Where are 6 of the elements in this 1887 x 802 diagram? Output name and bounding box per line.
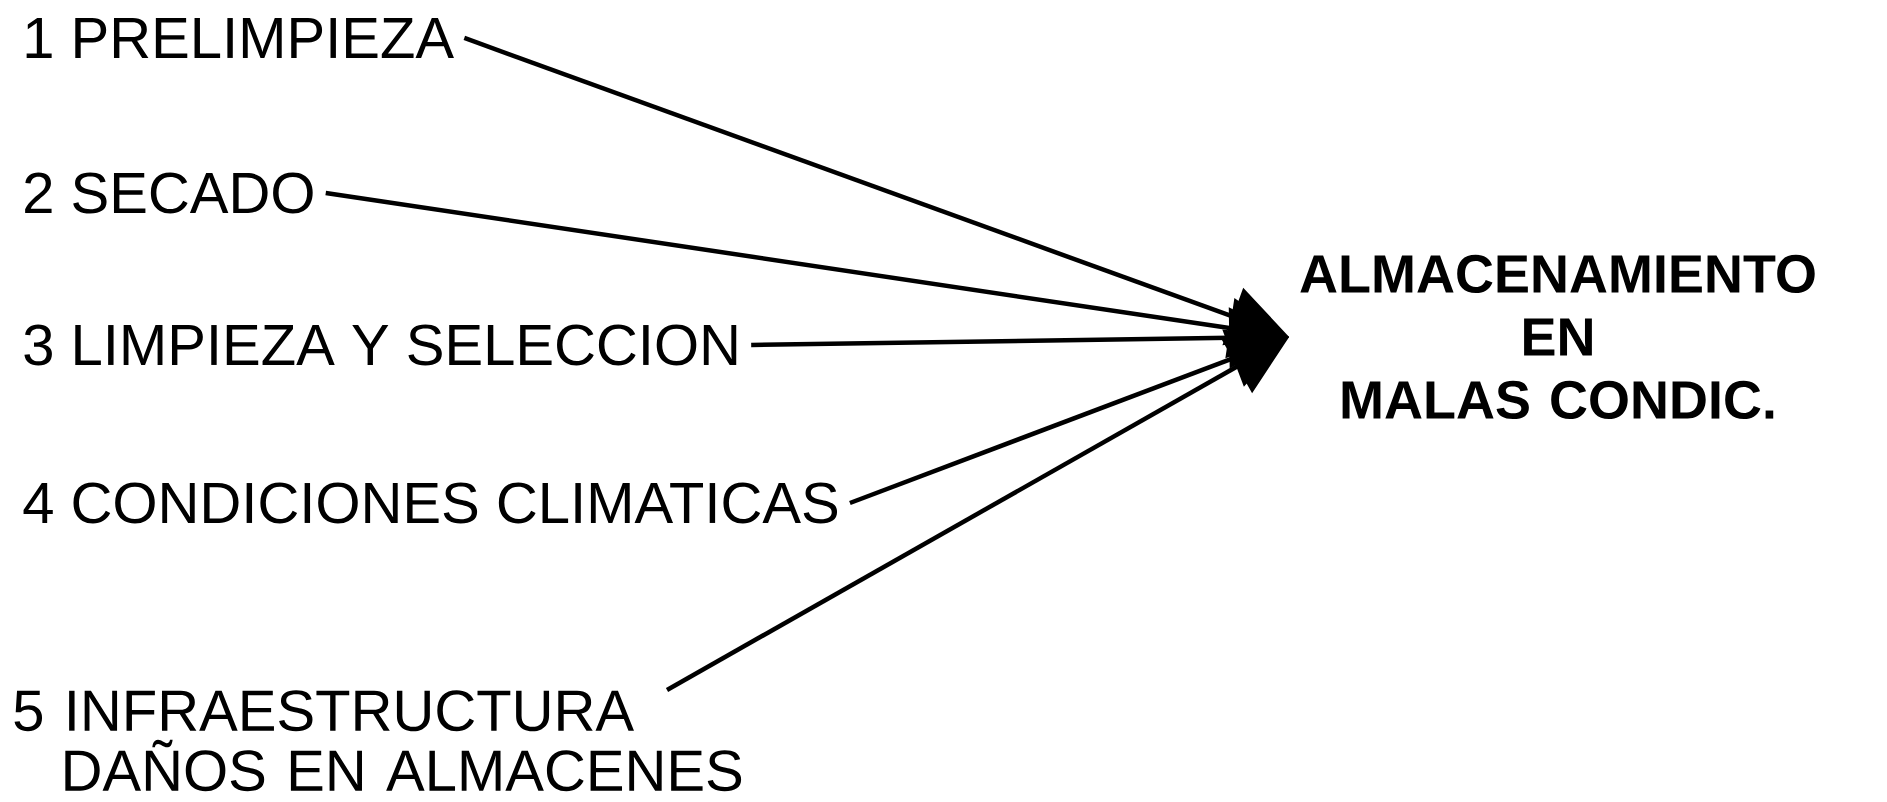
item-label: 5 INFRAESTRUCTURA DAÑOS EN ALMACENES xyxy=(14,690,742,792)
item-label: 3 LIMPIEZA Y SELECCION xyxy=(24,324,737,366)
item-label: 1 PRELIMPIEZA xyxy=(26,18,454,58)
result-label: ALMACENAMIENTO EN MALAS CONDIC. xyxy=(1300,254,1815,420)
item-label: 4 CONDICIONES CLIMATICAS xyxy=(23,482,838,524)
item-label: 2 SECADO xyxy=(25,172,313,214)
